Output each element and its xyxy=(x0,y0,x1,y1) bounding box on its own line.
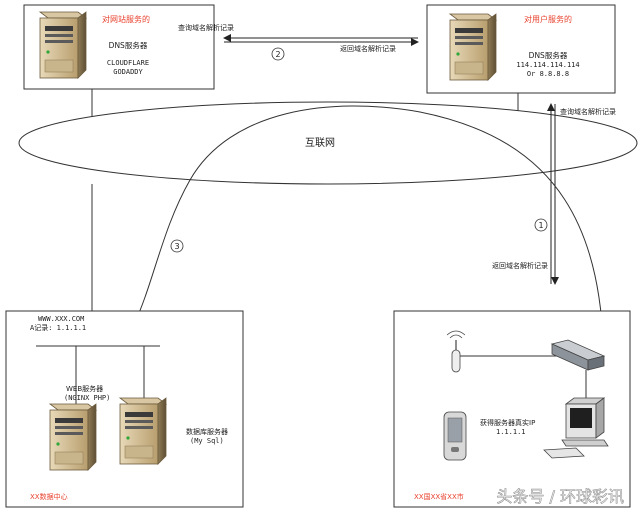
return-label-right: 返回域名解析记录 xyxy=(492,261,548,270)
website-dns-line1: CLOUDFLARE xyxy=(107,59,149,67)
client-footer: XX国XX省XX市 xyxy=(414,492,464,501)
step-3-marker xyxy=(170,239,184,253)
internet-label: 互联网 xyxy=(305,137,335,149)
wireless-antenna-icon xyxy=(446,330,466,373)
network-switch-icon xyxy=(550,339,606,371)
step-2-marker xyxy=(271,47,285,61)
datacenter-domain: WWW.XXX.COM xyxy=(38,315,84,323)
return-label-top: 返回域名解析记录 xyxy=(340,44,396,53)
user-dns-line1: 114.114.114.114 xyxy=(516,61,579,69)
datacenter-a-record: A记录: 1.1.1.1 xyxy=(30,324,86,332)
user-dns-tag: 对用户服务的 xyxy=(524,14,572,24)
web-server-label: WEB服务器 xyxy=(66,384,103,393)
db-server-label: 数据库服务器 xyxy=(186,427,228,436)
db-server-stack: (My Sql) xyxy=(190,437,224,445)
db-server-icon xyxy=(119,397,167,465)
desktop-computer-icon xyxy=(543,397,609,459)
real-ip-label: 获得服务器真实IP xyxy=(480,418,535,427)
internet-cloud xyxy=(18,101,638,185)
pda-device-icon xyxy=(443,411,467,461)
watermark: 头条号 / 环球彩讯 xyxy=(496,487,624,506)
user-dns-title: DNS服务器 xyxy=(529,50,568,60)
user-dns-line2: Or 8.8.8.8 xyxy=(527,70,569,78)
website-dns-title: DNS服务器 xyxy=(109,40,148,50)
web-server-stack: (NGINX PHP) xyxy=(64,394,110,402)
real-ip-value: 1.1.1.1 xyxy=(496,428,526,436)
step-2-label: 2 xyxy=(275,50,280,59)
user-dns-server-icon xyxy=(449,13,497,81)
access-path-curve xyxy=(99,105,605,373)
website-dns-tag: 对网站服务的 xyxy=(102,14,150,24)
query-label-right: 查询域名解析记录 xyxy=(560,107,616,116)
step-3-label: 3 xyxy=(174,242,179,251)
datacenter-footer: XX数据中心 xyxy=(30,492,68,501)
query-label-top: 查询域名解析记录 xyxy=(178,23,234,32)
website-dns-server-icon xyxy=(39,11,87,79)
step-1-marker xyxy=(534,218,548,232)
web-server-icon xyxy=(49,403,97,471)
step-1-label: 1 xyxy=(538,221,543,230)
website-dns-line2: GODADDY xyxy=(113,68,143,76)
